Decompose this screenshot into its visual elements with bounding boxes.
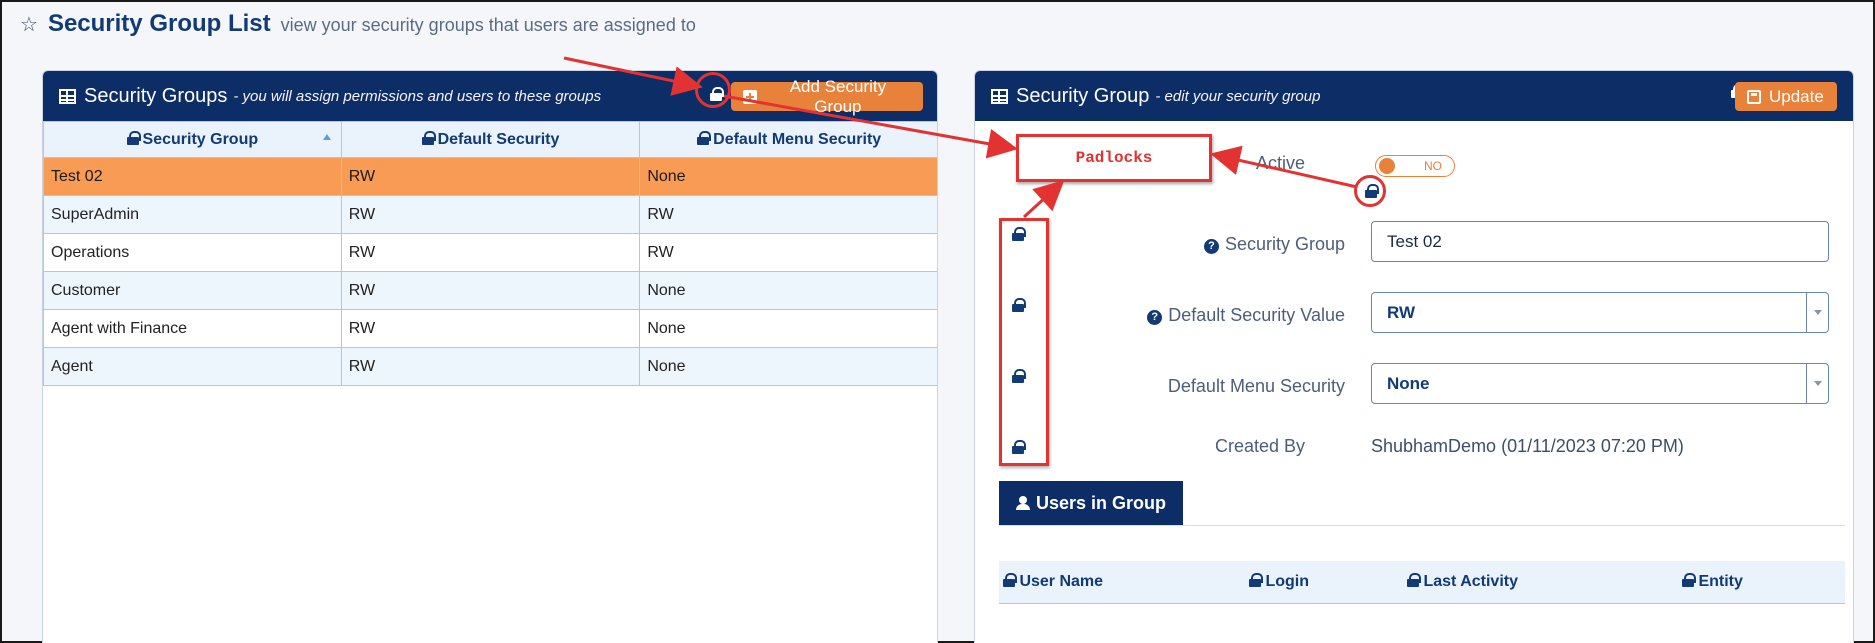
add-security-group-button[interactable]: Add Security Group — [731, 77, 923, 116]
tab-divider — [999, 525, 1845, 526]
table-row[interactable]: Test 02 RW None — [43, 157, 937, 196]
cell-default-menu-security: RW — [639, 233, 937, 272]
security-groups-panel: Security Groups - you will assign permis… — [42, 70, 938, 643]
security-group-title: Security Group — [1016, 84, 1150, 107]
cell-default-menu-security: RW — [639, 195, 937, 234]
column-header-user-name[interactable]: User Name — [1003, 573, 1103, 591]
cell-default-security: RW — [340, 347, 641, 386]
help-icon[interactable]: ? — [1147, 310, 1163, 325]
security-groups-subtitle: - you will assign permissions and users … — [233, 87, 602, 105]
help-icon[interactable]: ? — [1203, 239, 1219, 254]
default-security-select[interactable]: RW — [1371, 292, 1829, 333]
table-row[interactable]: Agent with Finance RW None — [43, 309, 937, 348]
security-group-label: ?Security Group — [1075, 234, 1345, 255]
lock-icon — [126, 130, 141, 145]
plus-square-icon — [743, 89, 757, 104]
page-header: ☆ Security Group List view your security… — [20, 10, 696, 50]
lock-icon — [1682, 573, 1696, 587]
users-table-header: User Name Login Last Activity Entity — [999, 561, 1845, 604]
security-group-subtitle: - edit your security group — [1155, 87, 1321, 105]
page-subtitle: view your security groups that users are… — [280, 15, 696, 35]
cell-default-menu-security: None — [639, 271, 937, 310]
active-toggle[interactable]: NO — [1375, 155, 1455, 177]
cell-security-group: Customer — [43, 271, 342, 310]
cell-security-group: Test 02 — [43, 157, 342, 196]
table-icon — [991, 88, 1008, 104]
lock-icon — [421, 130, 436, 145]
cell-default-menu-security: None — [639, 157, 937, 196]
update-label: Update — [1769, 86, 1824, 106]
lock-icon — [1249, 573, 1263, 587]
cell-default-security: RW — [340, 309, 641, 348]
security-groups-table: Security Group Default Security Default … — [43, 121, 937, 386]
padlocks-highlight-box — [999, 218, 1049, 466]
cell-security-group: Operations — [43, 233, 342, 272]
chevron-down-icon[interactable] — [1806, 293, 1828, 332]
default-menu-security-select[interactable]: None — [1371, 363, 1829, 404]
lock-icon — [1003, 573, 1017, 587]
lock-icon[interactable] — [1012, 369, 1026, 383]
column-header-login[interactable]: Login — [1249, 573, 1309, 591]
cell-default-menu-security: None — [639, 347, 937, 386]
highlight-circle — [1354, 175, 1386, 207]
user-icon — [1015, 496, 1030, 510]
tab-users-in-group[interactable]: Users in Group — [999, 481, 1183, 525]
toggle-knob — [1379, 158, 1395, 174]
cell-default-menu-security: None — [639, 309, 937, 348]
security-groups-title: Security Groups — [84, 84, 228, 107]
cell-default-security: RW — [340, 233, 641, 272]
column-header-default-menu-security[interactable]: Default Menu Security — [639, 121, 937, 158]
cell-default-security: RW — [340, 271, 641, 310]
table-row[interactable]: Operations RW RW — [43, 233, 937, 272]
lock-icon[interactable] — [1012, 440, 1026, 454]
cell-default-security: RW — [340, 157, 641, 196]
table-icon — [59, 88, 76, 104]
lock-icon[interactable] — [1012, 227, 1026, 241]
security-group-panel-header: Security Group - edit your security grou… — [975, 71, 1853, 121]
created-by-label: Created By — [1214, 436, 1305, 456]
cell-security-group: SuperAdmin — [43, 195, 342, 234]
lock-icon[interactable] — [1012, 298, 1026, 312]
lock-icon — [1407, 573, 1421, 587]
table-row[interactable]: Customer RW None — [43, 271, 937, 310]
table-row[interactable]: Agent RW None — [43, 347, 937, 386]
column-header-security-group[interactable]: Security Group — [43, 121, 342, 158]
cell-security-group: Agent with Finance — [43, 309, 342, 348]
column-header-entity[interactable]: Entity — [1682, 573, 1743, 591]
created-by-value: ShubhamDemo (01/11/2023 07:20 PM) — [1371, 436, 1684, 456]
sort-asc-icon[interactable] — [322, 134, 331, 140]
security-groups-panel-header: Security Groups - you will assign permis… — [43, 71, 937, 121]
table-row[interactable]: SuperAdmin RW RW — [43, 195, 937, 234]
cell-default-security: RW — [340, 195, 641, 234]
cell-security-group: Agent — [43, 347, 342, 386]
update-button[interactable]: Update — [1735, 82, 1837, 111]
default-menu-security-label: Default Menu Security — [1167, 376, 1345, 396]
lock-icon — [697, 130, 712, 145]
default-security-value-label: ?Default Security Value — [1015, 305, 1345, 326]
toggle-state: NO — [1424, 159, 1442, 173]
security-group-edit-panel: Security Group - edit your security grou… — [974, 70, 1854, 643]
security-group-input[interactable]: Test 02 — [1371, 221, 1829, 262]
chevron-down-icon[interactable] — [1806, 364, 1828, 403]
save-icon — [1747, 89, 1761, 104]
add-security-group-label: Add Security Group — [789, 76, 887, 116]
padlocks-callout: Padlocks — [1016, 134, 1212, 182]
highlight-circle — [695, 72, 731, 108]
page-title: Security Group List — [47, 10, 271, 37]
column-header-default-security[interactable]: Default Security — [340, 121, 641, 158]
column-header-last-activity[interactable]: Last Activity — [1407, 573, 1518, 591]
star-icon[interactable]: ☆ — [20, 14, 38, 36]
